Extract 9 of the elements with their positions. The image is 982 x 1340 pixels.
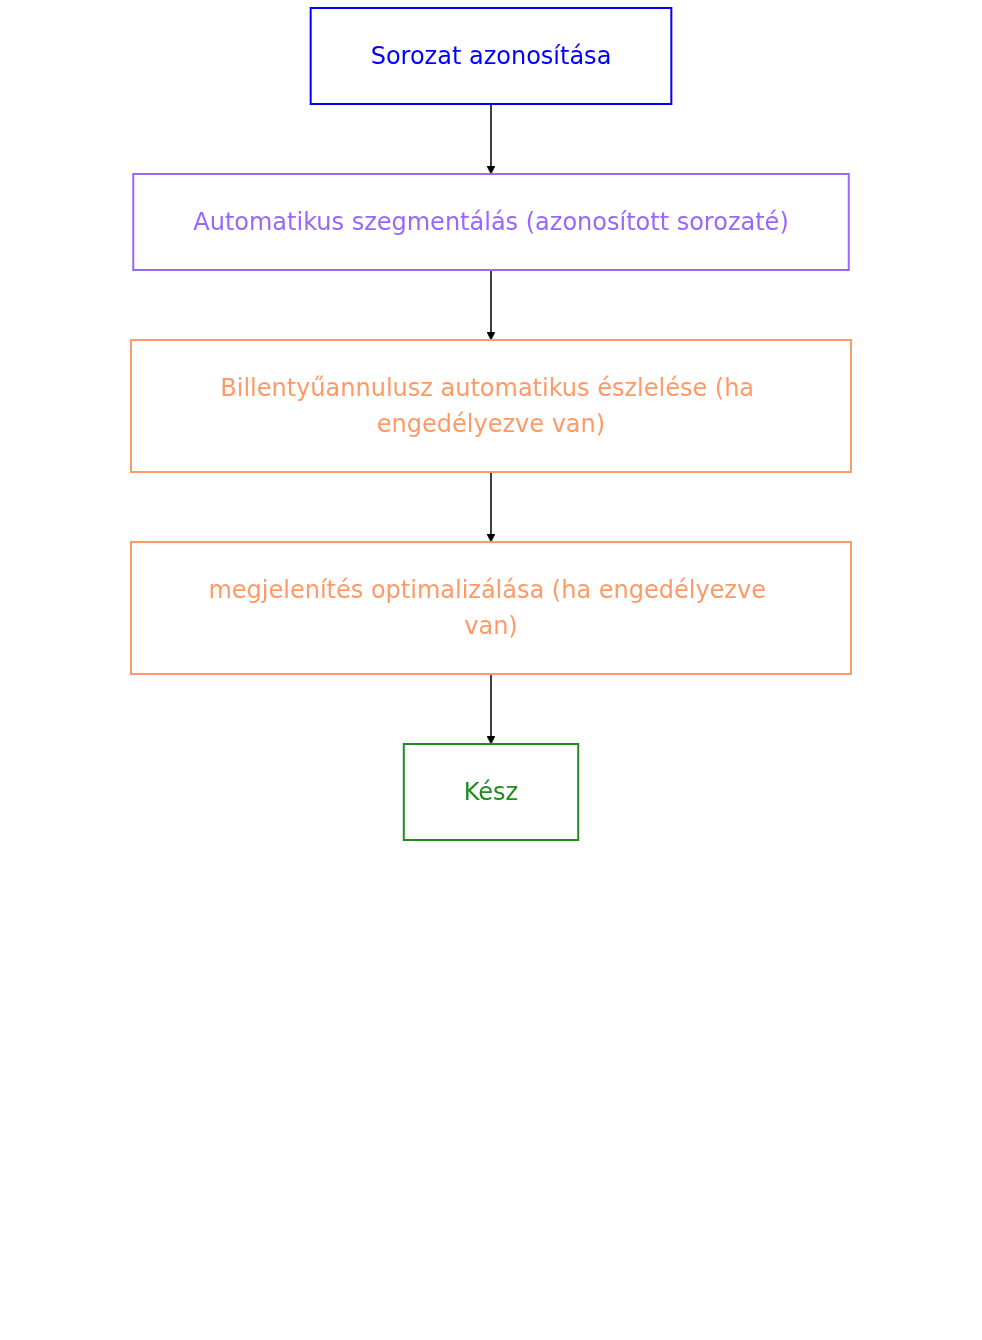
node-box: Billentyűannulusz automatikus észlelése (ha engedélyezve van): [130, 339, 852, 473]
node-box: Sorozat azonosítása: [309, 7, 673, 105]
arrow: [486, 471, 496, 543]
node-box: Kész: [402, 743, 580, 841]
arrow: [486, 103, 496, 175]
arrow: [486, 673, 496, 745]
node-box: Automatikus szegmentálás (azonosított sorozaté): [132, 173, 850, 271]
arrow: [486, 269, 496, 341]
node-box: megjelenítés optimalizálása (ha engedélyezve van): [130, 541, 852, 675]
